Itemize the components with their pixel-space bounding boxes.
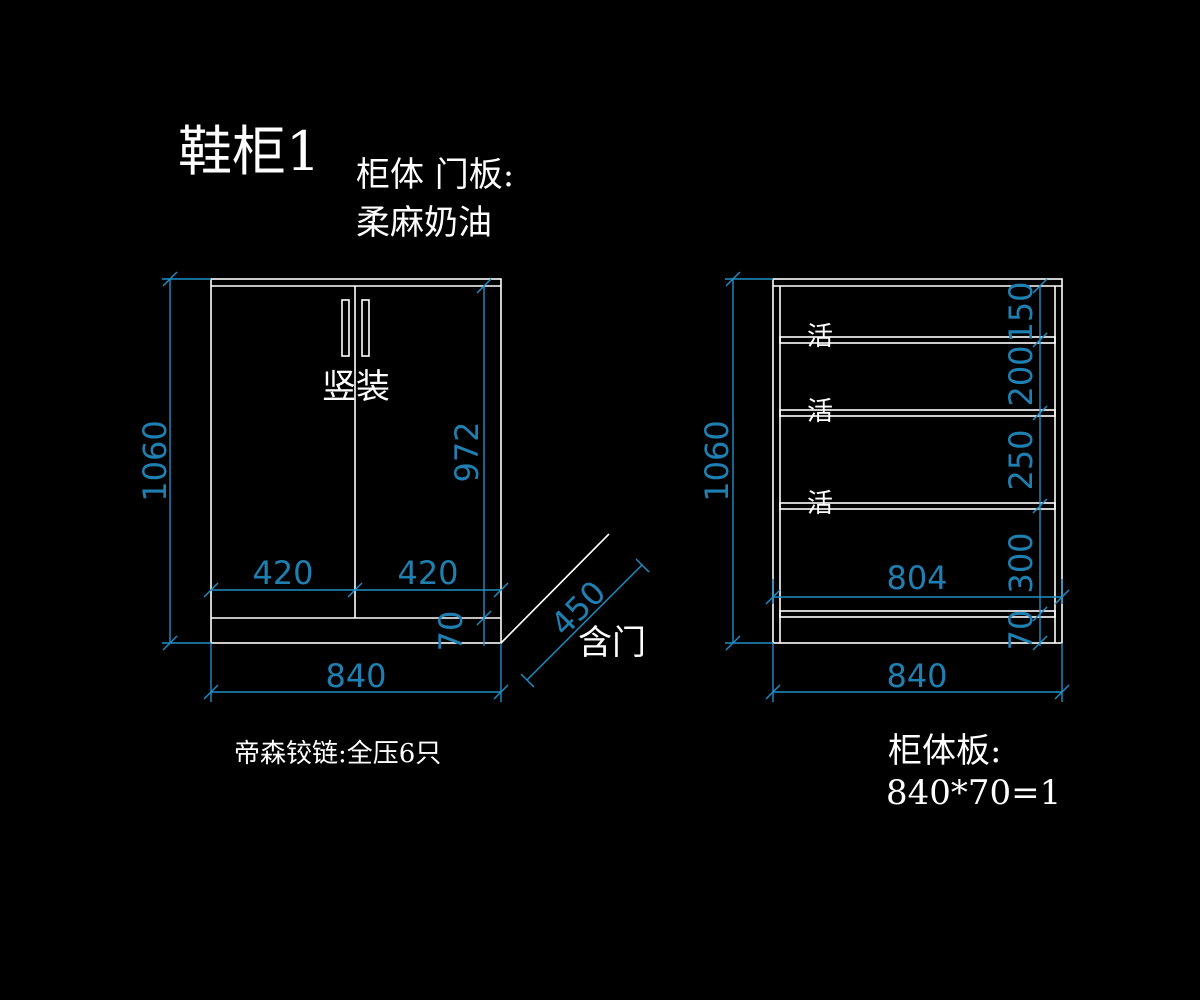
panel-note-line-2: 840*70=1 xyxy=(886,773,1061,813)
front-height-dimension: 1060 xyxy=(136,271,211,651)
shelf-1 xyxy=(779,336,1056,344)
door-orientation-note: 竖装 xyxy=(322,367,390,407)
door-height-label: 972 xyxy=(448,421,486,482)
inner-height-label: 1060 xyxy=(698,420,736,501)
hinge-note: 帝森铰链:全压6只 xyxy=(234,739,441,769)
front-height-label: 1060 xyxy=(136,420,174,501)
spacing-label-5: 70 xyxy=(1002,610,1040,651)
front-width-dimension: 840 xyxy=(203,643,509,702)
handle-left xyxy=(341,299,350,357)
inner-overall-width-label: 840 xyxy=(886,657,947,695)
shelf-3-label: 活 xyxy=(807,489,833,519)
material-line-2: 柔麻奶油 xyxy=(356,203,492,243)
panel-note-line-1: 柜体板: xyxy=(888,731,1001,771)
shelf-1-label: 活 xyxy=(807,322,833,352)
handle-right xyxy=(361,299,370,357)
drawing-title: 鞋柜1 xyxy=(178,120,320,183)
inner-view: 活 活 活 xyxy=(772,278,1063,644)
inner-height-dimension: 1060 xyxy=(698,271,773,651)
plinth-height-label: 70 xyxy=(432,611,470,652)
bottom-panel xyxy=(779,610,1056,618)
door-width-dimension: 420 420 xyxy=(203,554,509,598)
shelf-2 xyxy=(779,409,1056,417)
shelf-2-label: 活 xyxy=(807,397,833,427)
front-outline xyxy=(210,278,502,644)
inner-outline xyxy=(772,278,1063,644)
spacing-label-1: 150 xyxy=(1002,281,1040,342)
shelf-3 xyxy=(779,502,1056,510)
spacing-label-4: 300 xyxy=(1002,532,1040,593)
side-depth-line xyxy=(500,533,610,644)
front-view: 竖装 xyxy=(210,278,502,644)
side-view: 450 含门 xyxy=(500,533,650,688)
plinth-height-dimension: 70 xyxy=(432,611,485,652)
door-width-right-label: 420 xyxy=(397,554,458,592)
inner-overall-width-dimension: 840 xyxy=(765,643,1070,702)
spacing-label-2: 200 xyxy=(1002,345,1040,406)
inner-width-dimension: 804 xyxy=(765,559,1070,605)
material-line-1: 柜体 门板: xyxy=(356,155,514,195)
depth-note: 含门 xyxy=(578,623,646,663)
front-width-label: 840 xyxy=(325,657,386,695)
shelf-spacing-dimension: 150 200 250 300 70 xyxy=(1002,278,1048,651)
door-width-left-label: 420 xyxy=(252,554,313,592)
inner-width-label: 804 xyxy=(886,559,947,597)
spacing-label-3: 250 xyxy=(1002,429,1040,490)
